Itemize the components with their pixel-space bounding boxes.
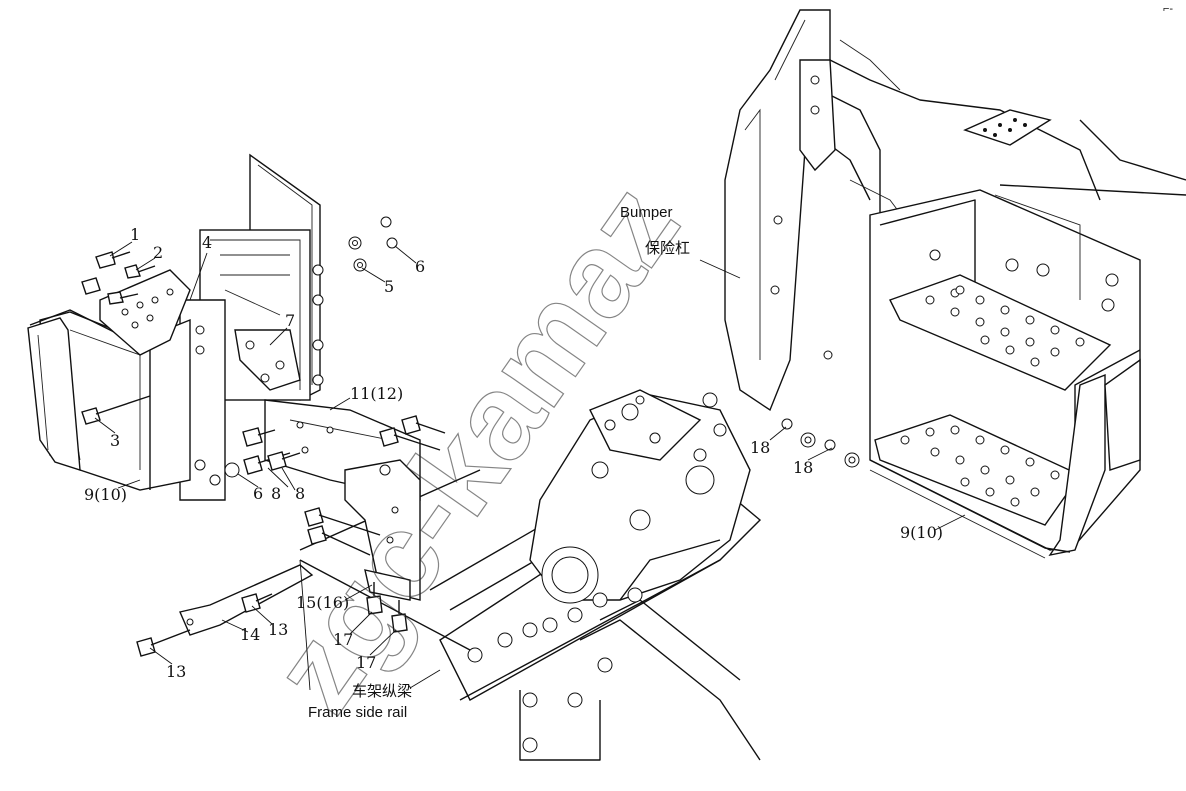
- callout-2: 2: [153, 243, 163, 262]
- rail-bolt-heads: [467, 392, 727, 753]
- callout-8-a: 8: [271, 484, 281, 503]
- callout-4: 4: [202, 233, 212, 252]
- corner-mark: ⌐-: [1163, 3, 1173, 15]
- bumper-label-en: Bumper: [620, 204, 673, 221]
- callout-13-a: 13: [268, 620, 288, 639]
- callout-numbers: 1 2 4 6 5 7 3 9(10) 6 8 8 11(12) 15(16) …: [84, 225, 943, 681]
- frame-label-cn: 车架纵梁: [352, 682, 412, 700]
- callout-17-a: 17: [333, 630, 353, 649]
- frame-side-rail: [299, 389, 762, 761]
- callout-5: 5: [384, 277, 394, 296]
- callout-18-a: 18: [750, 438, 770, 457]
- callout-13-b: 13: [166, 662, 186, 681]
- callout-18-b: 18: [793, 458, 813, 477]
- upper-tread-holes: [925, 285, 1085, 367]
- callout-9-10-right: 9(10): [900, 523, 943, 542]
- callout-9-10-left: 9(10): [84, 485, 127, 504]
- part-labels: Bumper 保险杠 车架纵梁 Frame side rail: [308, 204, 690, 721]
- lower-tread-holes: [900, 425, 1060, 507]
- callout-17-b: 17: [356, 653, 376, 672]
- callout-15-16: 15(16): [296, 593, 349, 612]
- callout-6-bottom: 6: [253, 484, 263, 503]
- callout-3: 3: [110, 431, 120, 450]
- left-fasteners: [81, 216, 446, 657]
- callout-14: 14: [240, 625, 260, 644]
- leader-lines: [94, 241, 966, 691]
- left-step-assembly: [27, 153, 421, 636]
- callout-6-top: 6: [415, 257, 425, 276]
- callout-8-b: 8: [295, 484, 305, 503]
- callout-11-12: 11(12): [350, 384, 403, 403]
- right-step-assembly: [781, 189, 1141, 559]
- bumper-corner: [724, 9, 1186, 412]
- bumper-label-cn: 保险杠: [645, 239, 690, 257]
- callout-7: 7: [285, 311, 295, 330]
- frame-label-en: Frame side rail: [308, 704, 407, 721]
- callout-1: 1: [130, 225, 140, 244]
